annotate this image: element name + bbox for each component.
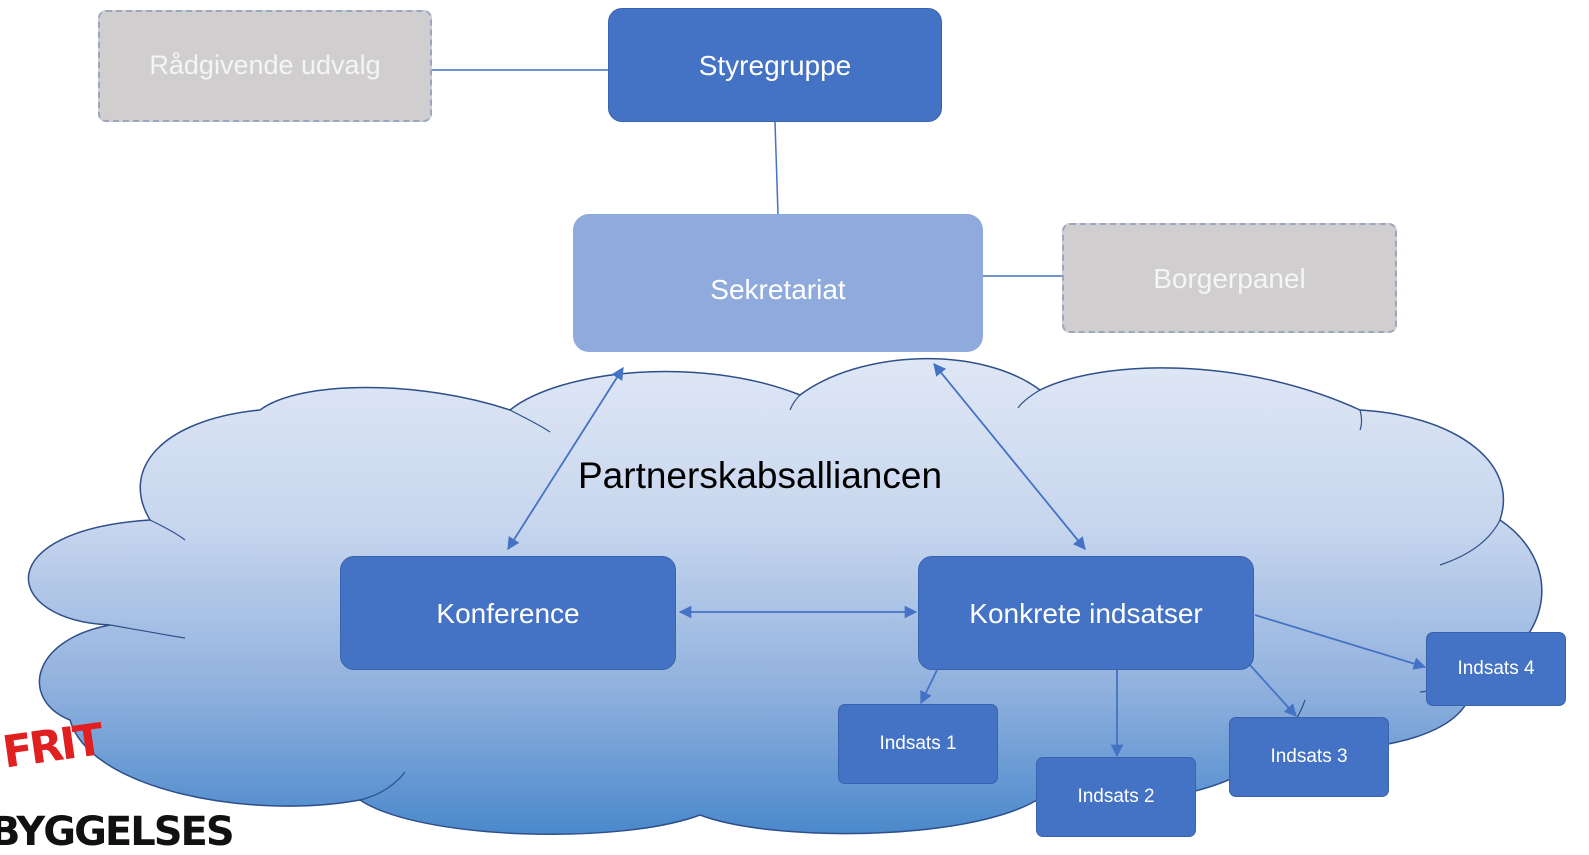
node-sekretariat: Sekretariat [573,214,983,352]
node-styregruppe: Styregruppe [608,8,942,122]
arrow-sekretariat-konkrete [933,363,1086,550]
connectors [432,69,1427,758]
node-label: Rådgivende udvalg [149,50,381,81]
node-label: Borgerpanel [1153,262,1306,294]
node-label: Styregruppe [698,49,852,81]
node-label: Indsats 4 [1457,658,1535,680]
logo-line-1: FRIT [0,714,104,779]
node-indsats-4: Indsats 4 [1426,632,1566,706]
arrow-to-indsats3 [1249,664,1297,717]
node-indsats-3: Indsats 3 [1229,717,1389,797]
cloud-label: Partnerskabsalliancen [578,455,943,496]
node-indsats-2: Indsats 2 [1036,757,1196,837]
node-konference: Konference [340,556,676,670]
node-indsats-1: Indsats 1 [838,704,998,784]
node-label: Konference [436,597,580,629]
node-raadgivende-udvalg: Rådgivende udvalg [98,10,432,122]
arrow-to-indsats1 [920,669,938,705]
arrow-sekretariat-konference [507,366,624,551]
connector-styregruppe-sekretariat [774,121,779,215]
node-konkrete-indsatser: Konkrete indsatser [918,556,1254,670]
node-borgerpanel: Borgerpanel [1062,223,1397,333]
node-label: Sekretariat [710,273,846,305]
arrow-to-indsats4 [1254,614,1427,670]
node-label: Indsats 3 [1270,746,1348,768]
node-label: Indsats 2 [1077,786,1155,808]
node-label: Indsats 1 [879,733,957,755]
node-label: Konkrete indsatser [969,597,1203,629]
logo-line-2: BYGGELSES [0,809,235,855]
